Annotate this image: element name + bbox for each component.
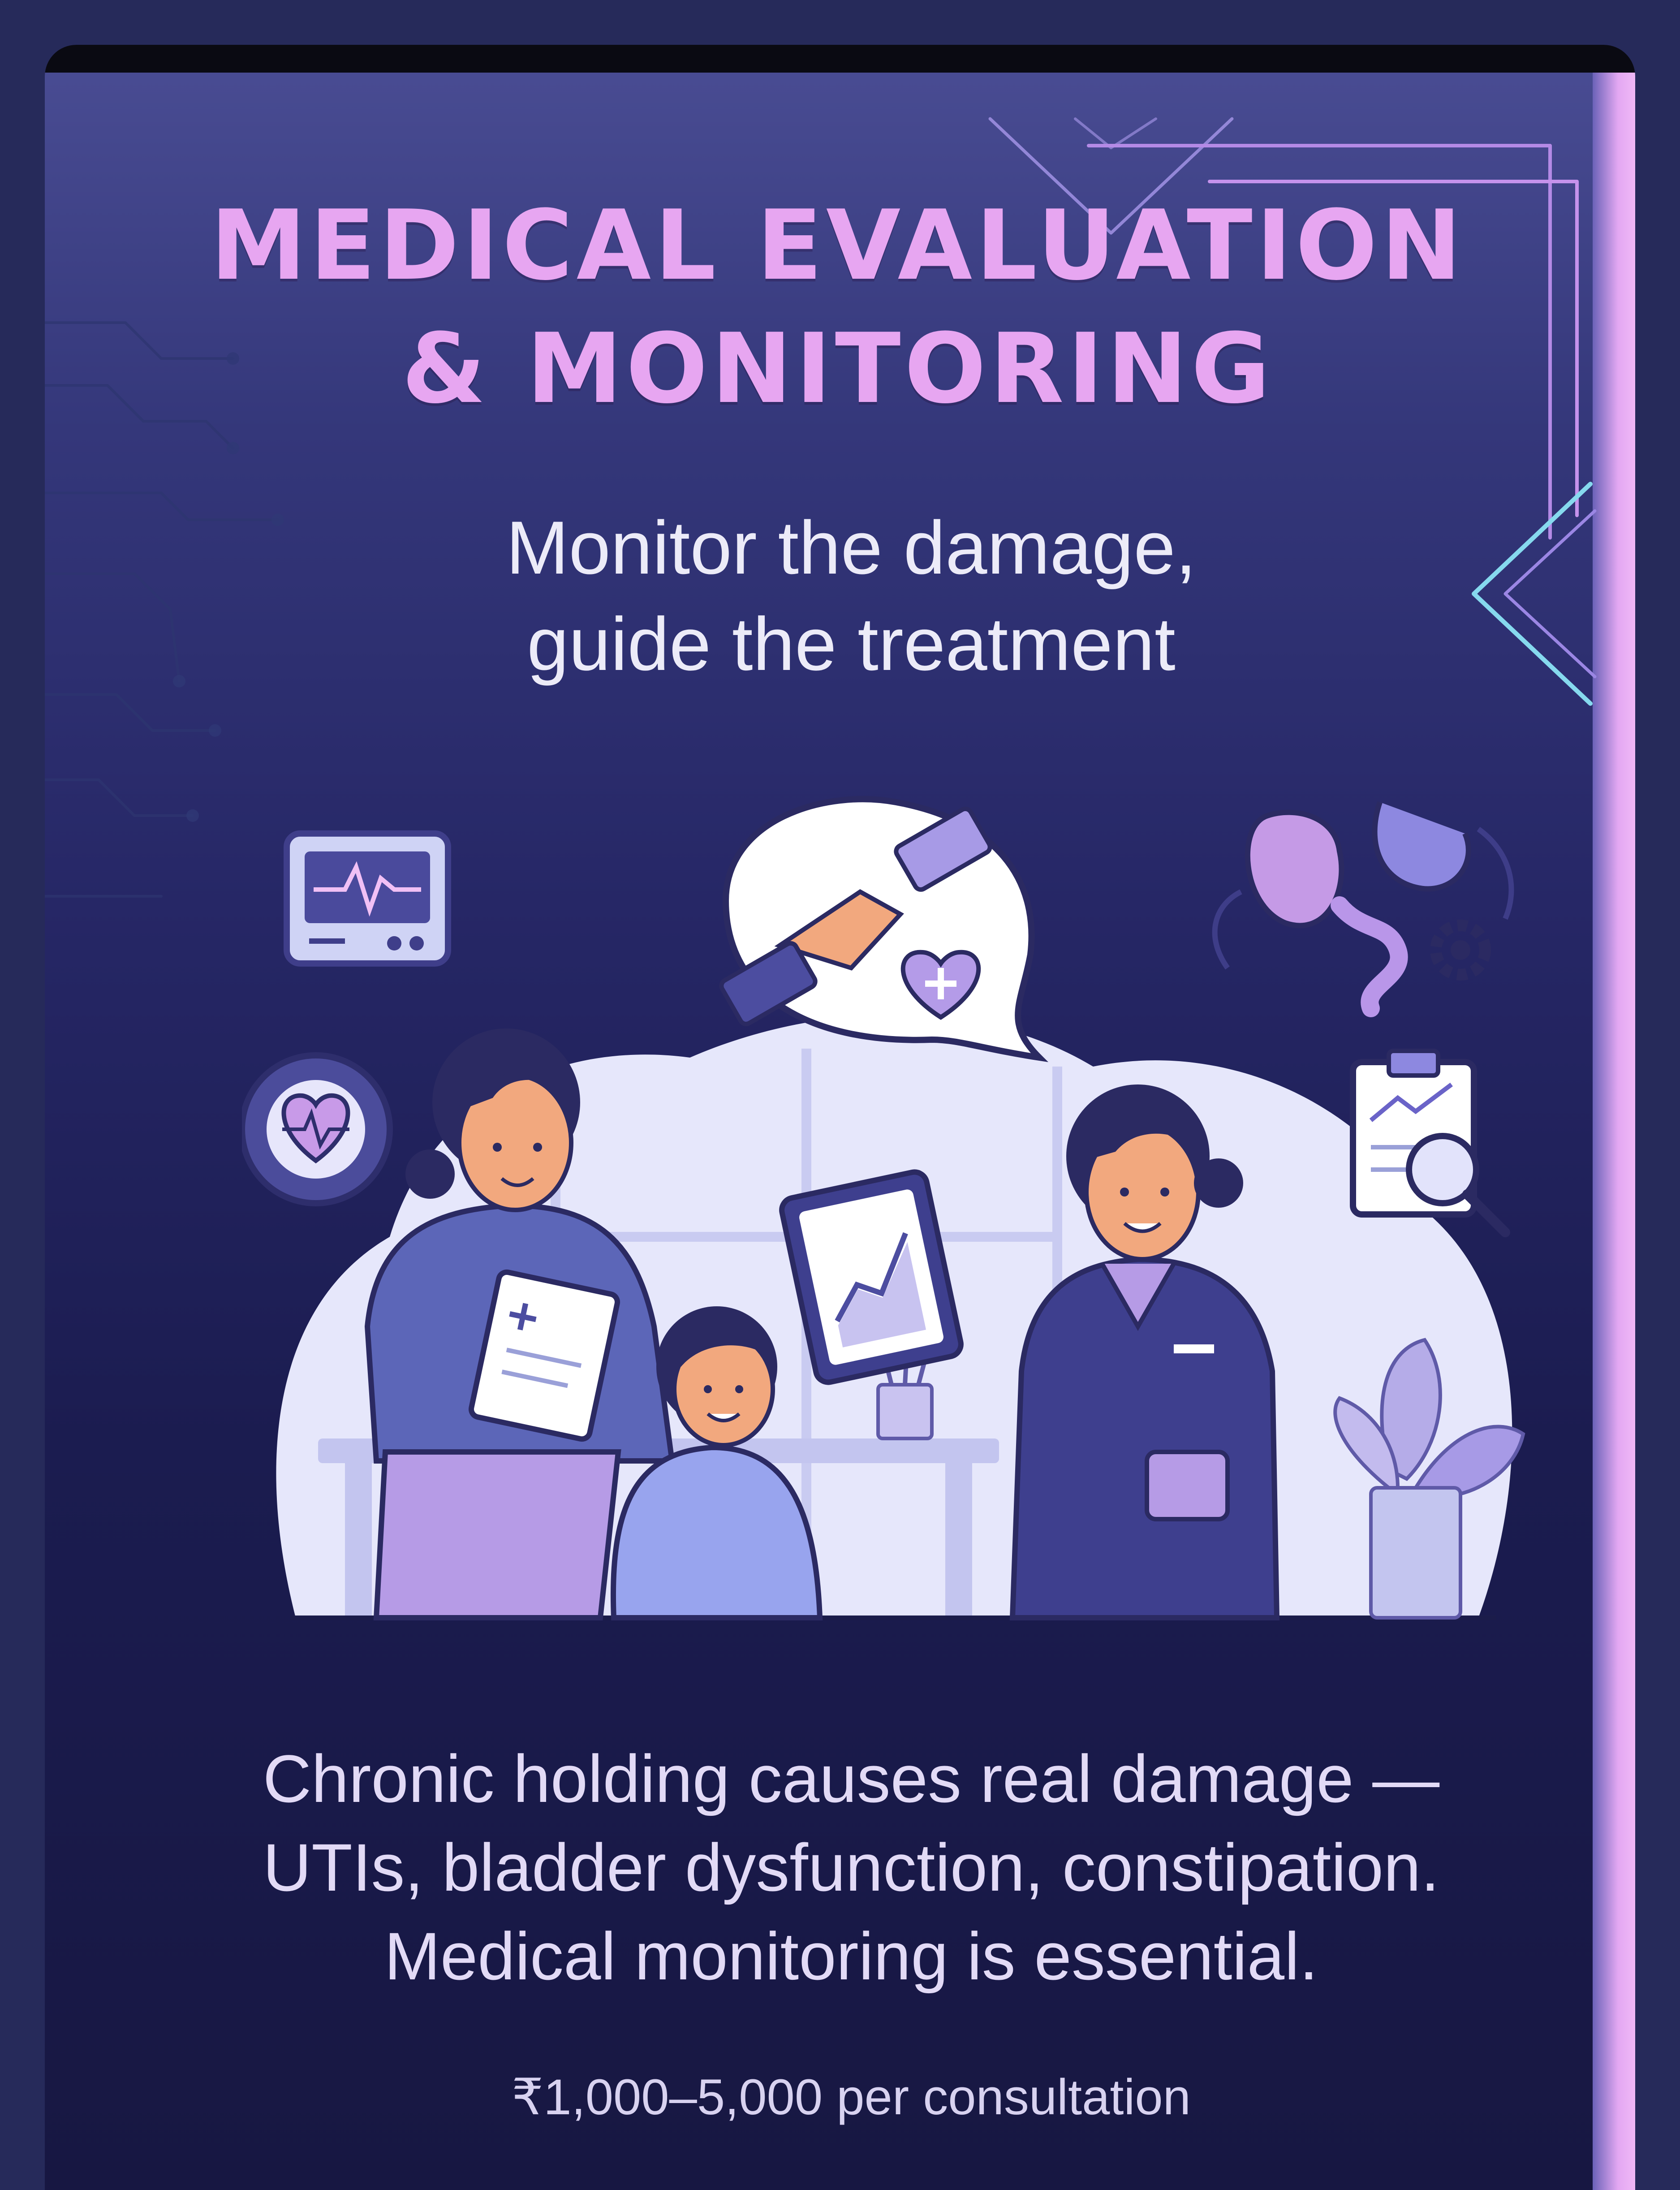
bladder-stomach-intestine-icon — [1212, 801, 1514, 1017]
description-line-3: Medical monitoring is essential. — [384, 1918, 1318, 1994]
consultation-illustration — [242, 796, 1525, 1620]
title-line-2: & MONITORING — [401, 312, 1274, 425]
medical-record-icon — [468, 1269, 620, 1442]
subtitle: Monitor the damage, guide the treatment — [179, 500, 1523, 692]
title-line-1: MEDICAL EVALUATION — [210, 189, 1465, 302]
subtitle-line-1: Monitor the damage, — [506, 505, 1197, 590]
description-text: Chronic holding causes real damage — UTI… — [157, 1734, 1546, 2000]
description-line-1: Chronic holding causes real damage — — [263, 1741, 1440, 1816]
page-title: MEDICAL EVALUATION & MONITORING — [99, 184, 1577, 430]
gear-heartbeat-icon — [242, 1052, 393, 1206]
clipboard-magnifier-icon — [1350, 1049, 1510, 1237]
tablet-chart-icon — [779, 1169, 964, 1385]
card-edge-highlight — [1593, 73, 1635, 2190]
child-figure — [610, 1306, 823, 1620]
description-line-2: UTIs, bladder dysfunction, constipation. — [263, 1830, 1440, 1905]
card-top-bar — [45, 45, 1635, 73]
subtitle-line-2: guide the treatment — [527, 602, 1176, 686]
potted-plant-icon — [1333, 1338, 1525, 1620]
handshake-heart-icon — [719, 796, 1049, 1063]
price-text: ₹1,000–5,000 per consultation — [512, 2069, 1191, 2125]
card: MEDICAL EVALUATION & MONITORING Monitor … — [45, 45, 1635, 2190]
heart-monitor-icon — [284, 830, 451, 967]
circuit-decoration — [45, 117, 1597, 898]
nurse-figure — [1009, 1084, 1280, 1620]
